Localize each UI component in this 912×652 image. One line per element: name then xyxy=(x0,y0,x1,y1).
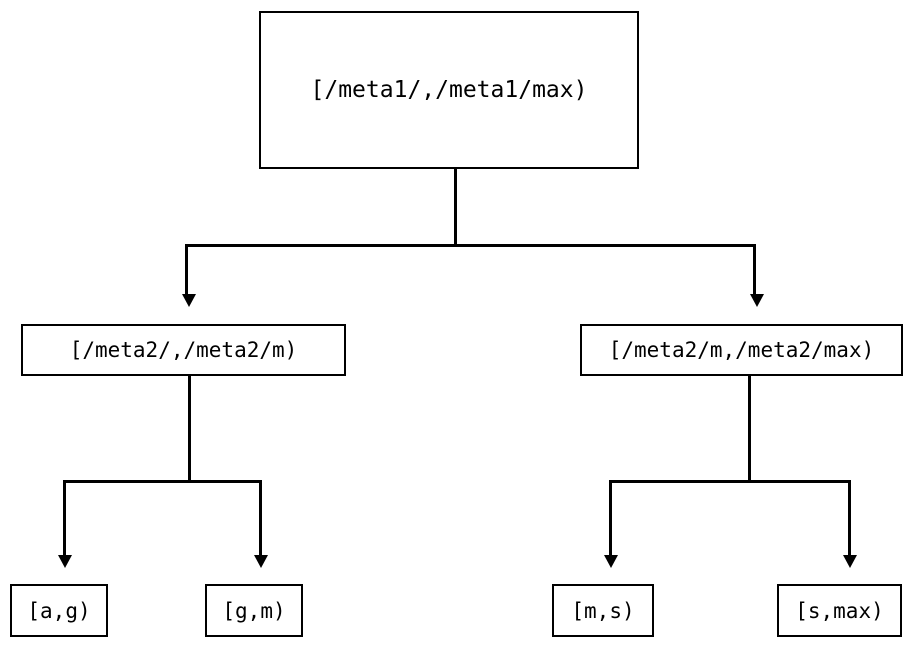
tree-node-leaf-4[interactable]: [s,max) xyxy=(777,584,902,637)
edge-root-to-mid-right xyxy=(753,244,756,294)
edge-root-to-mid-left xyxy=(185,244,188,294)
edge-level1-bus xyxy=(185,244,756,247)
edge-right-subtree-bus xyxy=(609,480,851,483)
tree-node-root[interactable]: [/meta1/,/meta1/max) xyxy=(259,11,639,169)
tree-node-leaf-3[interactable]: [m,s) xyxy=(552,584,654,637)
edge-mid-right-stem xyxy=(748,376,751,482)
edge-left-subtree-bus xyxy=(63,480,262,483)
arrow-down-icon-to-leaf-3 xyxy=(604,555,618,568)
tree-node-leaf-2[interactable]: [g,m) xyxy=(205,584,303,637)
edge-mid-left-to-leaf-2 xyxy=(259,480,262,555)
edge-mid-right-to-leaf-3 xyxy=(609,480,612,555)
arrow-down-icon-to-leaf-1 xyxy=(58,555,72,568)
edge-mid-right-to-leaf-4 xyxy=(848,480,851,555)
edge-mid-left-to-leaf-1 xyxy=(63,480,66,555)
edge-root-stem xyxy=(454,169,457,246)
arrow-down-icon-to-leaf-2 xyxy=(254,555,268,568)
tree-node-leaf-1[interactable]: [a,g) xyxy=(10,584,108,637)
arrow-down-icon-root-to-mid-right xyxy=(750,294,764,307)
tree-node-mid-left[interactable]: [/meta2/,/meta2/m) xyxy=(21,324,346,376)
tree-node-mid-right[interactable]: [/meta2/m,/meta2/max) xyxy=(580,324,903,376)
arrow-down-icon-root-to-mid-left xyxy=(182,294,196,307)
edge-mid-left-stem xyxy=(188,376,191,482)
arrow-down-icon-to-leaf-4 xyxy=(843,555,857,568)
